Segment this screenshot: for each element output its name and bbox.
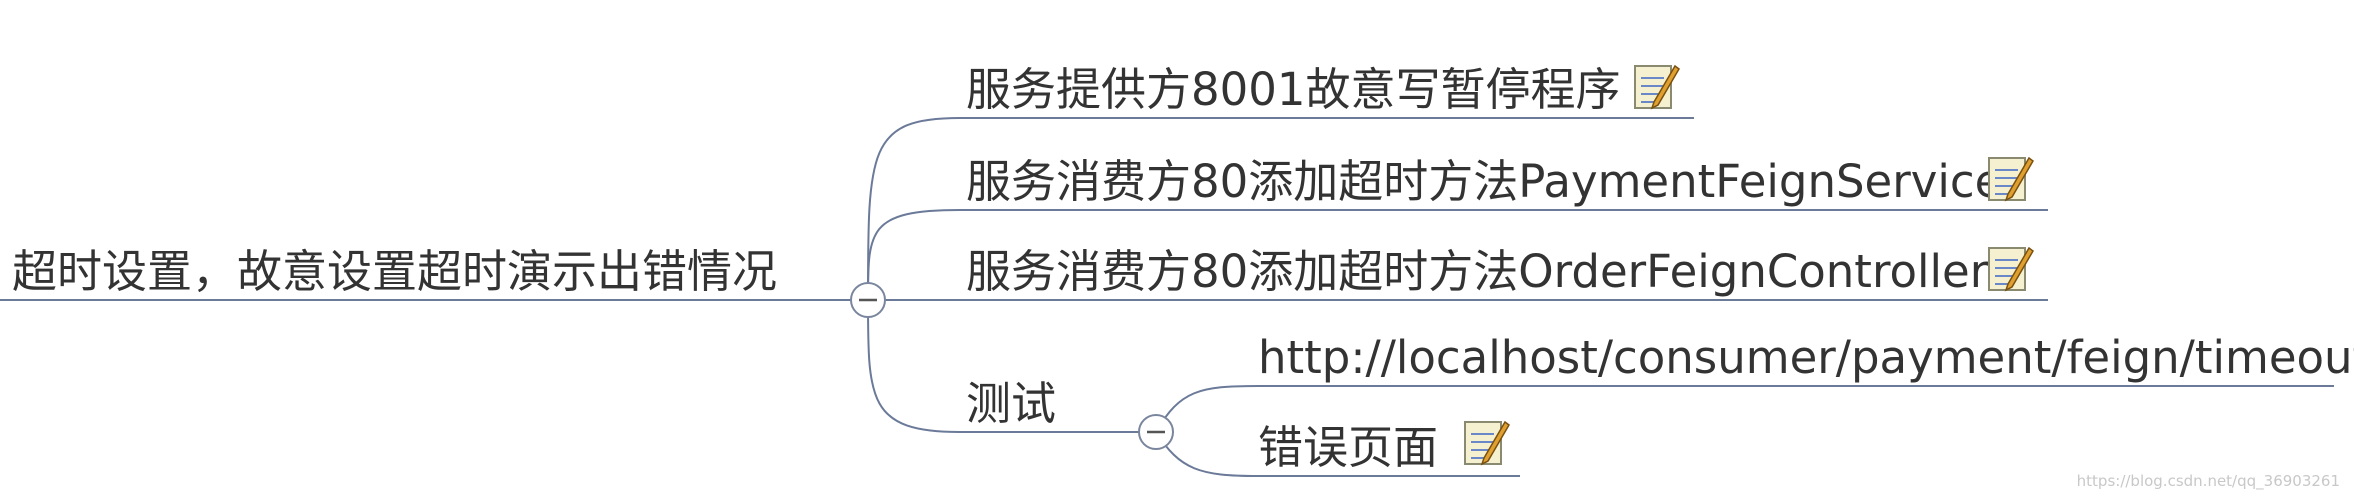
child-node-2-label[interactable]: 服务消费方80添加超时方法PaymentFeignService	[966, 155, 2003, 208]
child-node-3-label[interactable]: 服务消费方80添加超时方法OrderFeignController	[966, 245, 1989, 298]
note-icon[interactable]	[1632, 60, 1680, 112]
note-icon[interactable]	[1986, 242, 2034, 294]
url-node-label[interactable]: http://localhost/consumer/payment/feign/…	[1258, 331, 2354, 384]
note-icon[interactable]	[1986, 152, 2034, 204]
note-icon[interactable]	[1462, 416, 1510, 468]
connector-to-child-2	[867, 209, 2048, 301]
child-node-1-label[interactable]: 服务提供方8001故意写暂停程序	[966, 63, 1621, 116]
root-node-label[interactable]: 超时设置，故意设置超时演示出错情况	[12, 245, 778, 298]
error-page-node-label[interactable]: 错误页面	[1258, 421, 1439, 474]
child-node-4-label[interactable]: 测试	[966, 377, 1057, 430]
watermark: https://blog.csdn.net/qq_36903261	[2076, 472, 2340, 490]
root-collapse-button[interactable]	[850, 282, 886, 318]
test-collapse-button[interactable]	[1138, 414, 1174, 450]
connector-to-child-4	[867, 299, 1156, 433]
connector-to-child-1	[867, 117, 1694, 301]
